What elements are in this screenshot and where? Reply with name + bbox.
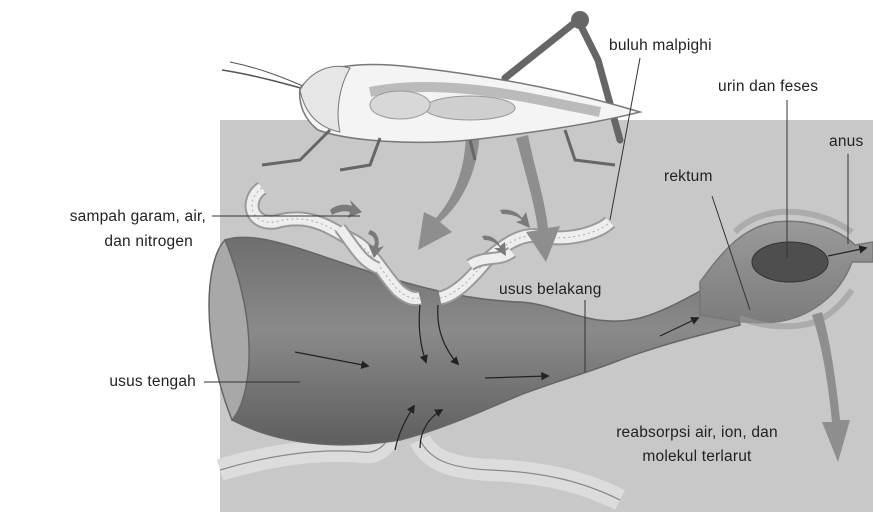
label-buluh-malpighi: buluh malpighi [609,36,712,55]
label-usus-tengah: usus tengah [0,372,196,391]
label-usus-belakang: usus belakang [499,280,602,299]
label-sampah-line2: dan nitrogen [0,232,193,251]
label-urin-feses: urin dan feses [718,77,818,96]
label-rektum: rektum [664,167,713,186]
feces-pellet [752,242,828,282]
label-sampah-line1: sampah garam, air, [0,207,206,226]
label-reabsorpsi-line2: molekul terlarut [572,447,822,466]
label-anus: anus [829,132,863,151]
label-reabsorpsi-line1: reabsorpsi air, ion, dan [572,423,822,442]
